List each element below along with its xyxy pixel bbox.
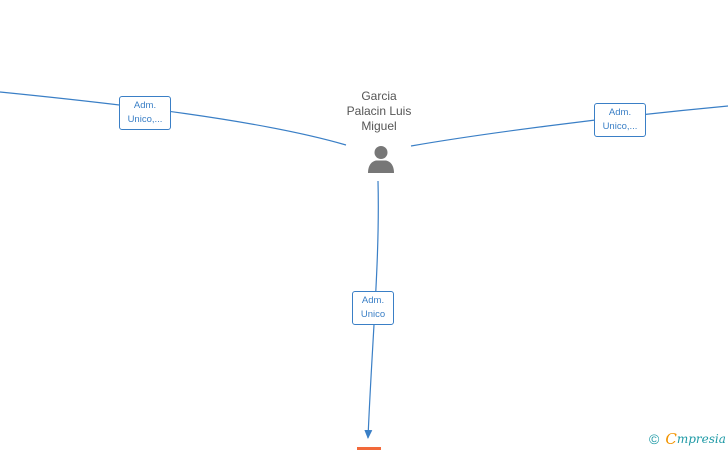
person-name-line: Garcia	[361, 89, 397, 103]
person-silhouette-icon[interactable]	[366, 144, 396, 174]
person-name-line: Miguel	[361, 119, 397, 133]
role-label-line: Adm.	[361, 295, 385, 306]
person-name-line: Palacin Luis	[346, 104, 412, 118]
role-label-right[interactable]: Adm. Unico,...	[594, 103, 646, 137]
role-label-left[interactable]: Adm. Unico,...	[119, 96, 171, 130]
role-label-line: Unico	[360, 309, 386, 320]
empresia-watermark: © C mpresia	[649, 429, 726, 449]
role-label-line: Unico,...	[127, 114, 163, 125]
role-label-bottom[interactable]: Adm. Unico	[352, 291, 394, 325]
edge-left	[0, 91, 347, 146]
brand-logo-text: mpresia	[676, 432, 726, 446]
company-node-marker[interactable]	[357, 447, 381, 450]
role-label-line: Adm.	[133, 100, 157, 111]
copyright-symbol: ©	[649, 431, 660, 447]
brand-logo-initial: C	[665, 430, 677, 448]
edge-right	[410, 105, 728, 147]
role-label-line: Adm.	[608, 107, 632, 118]
person-name[interactable]: Garcia Palacin Luis Miguel	[329, 89, 429, 134]
role-label-line: Unico,...	[602, 121, 638, 132]
